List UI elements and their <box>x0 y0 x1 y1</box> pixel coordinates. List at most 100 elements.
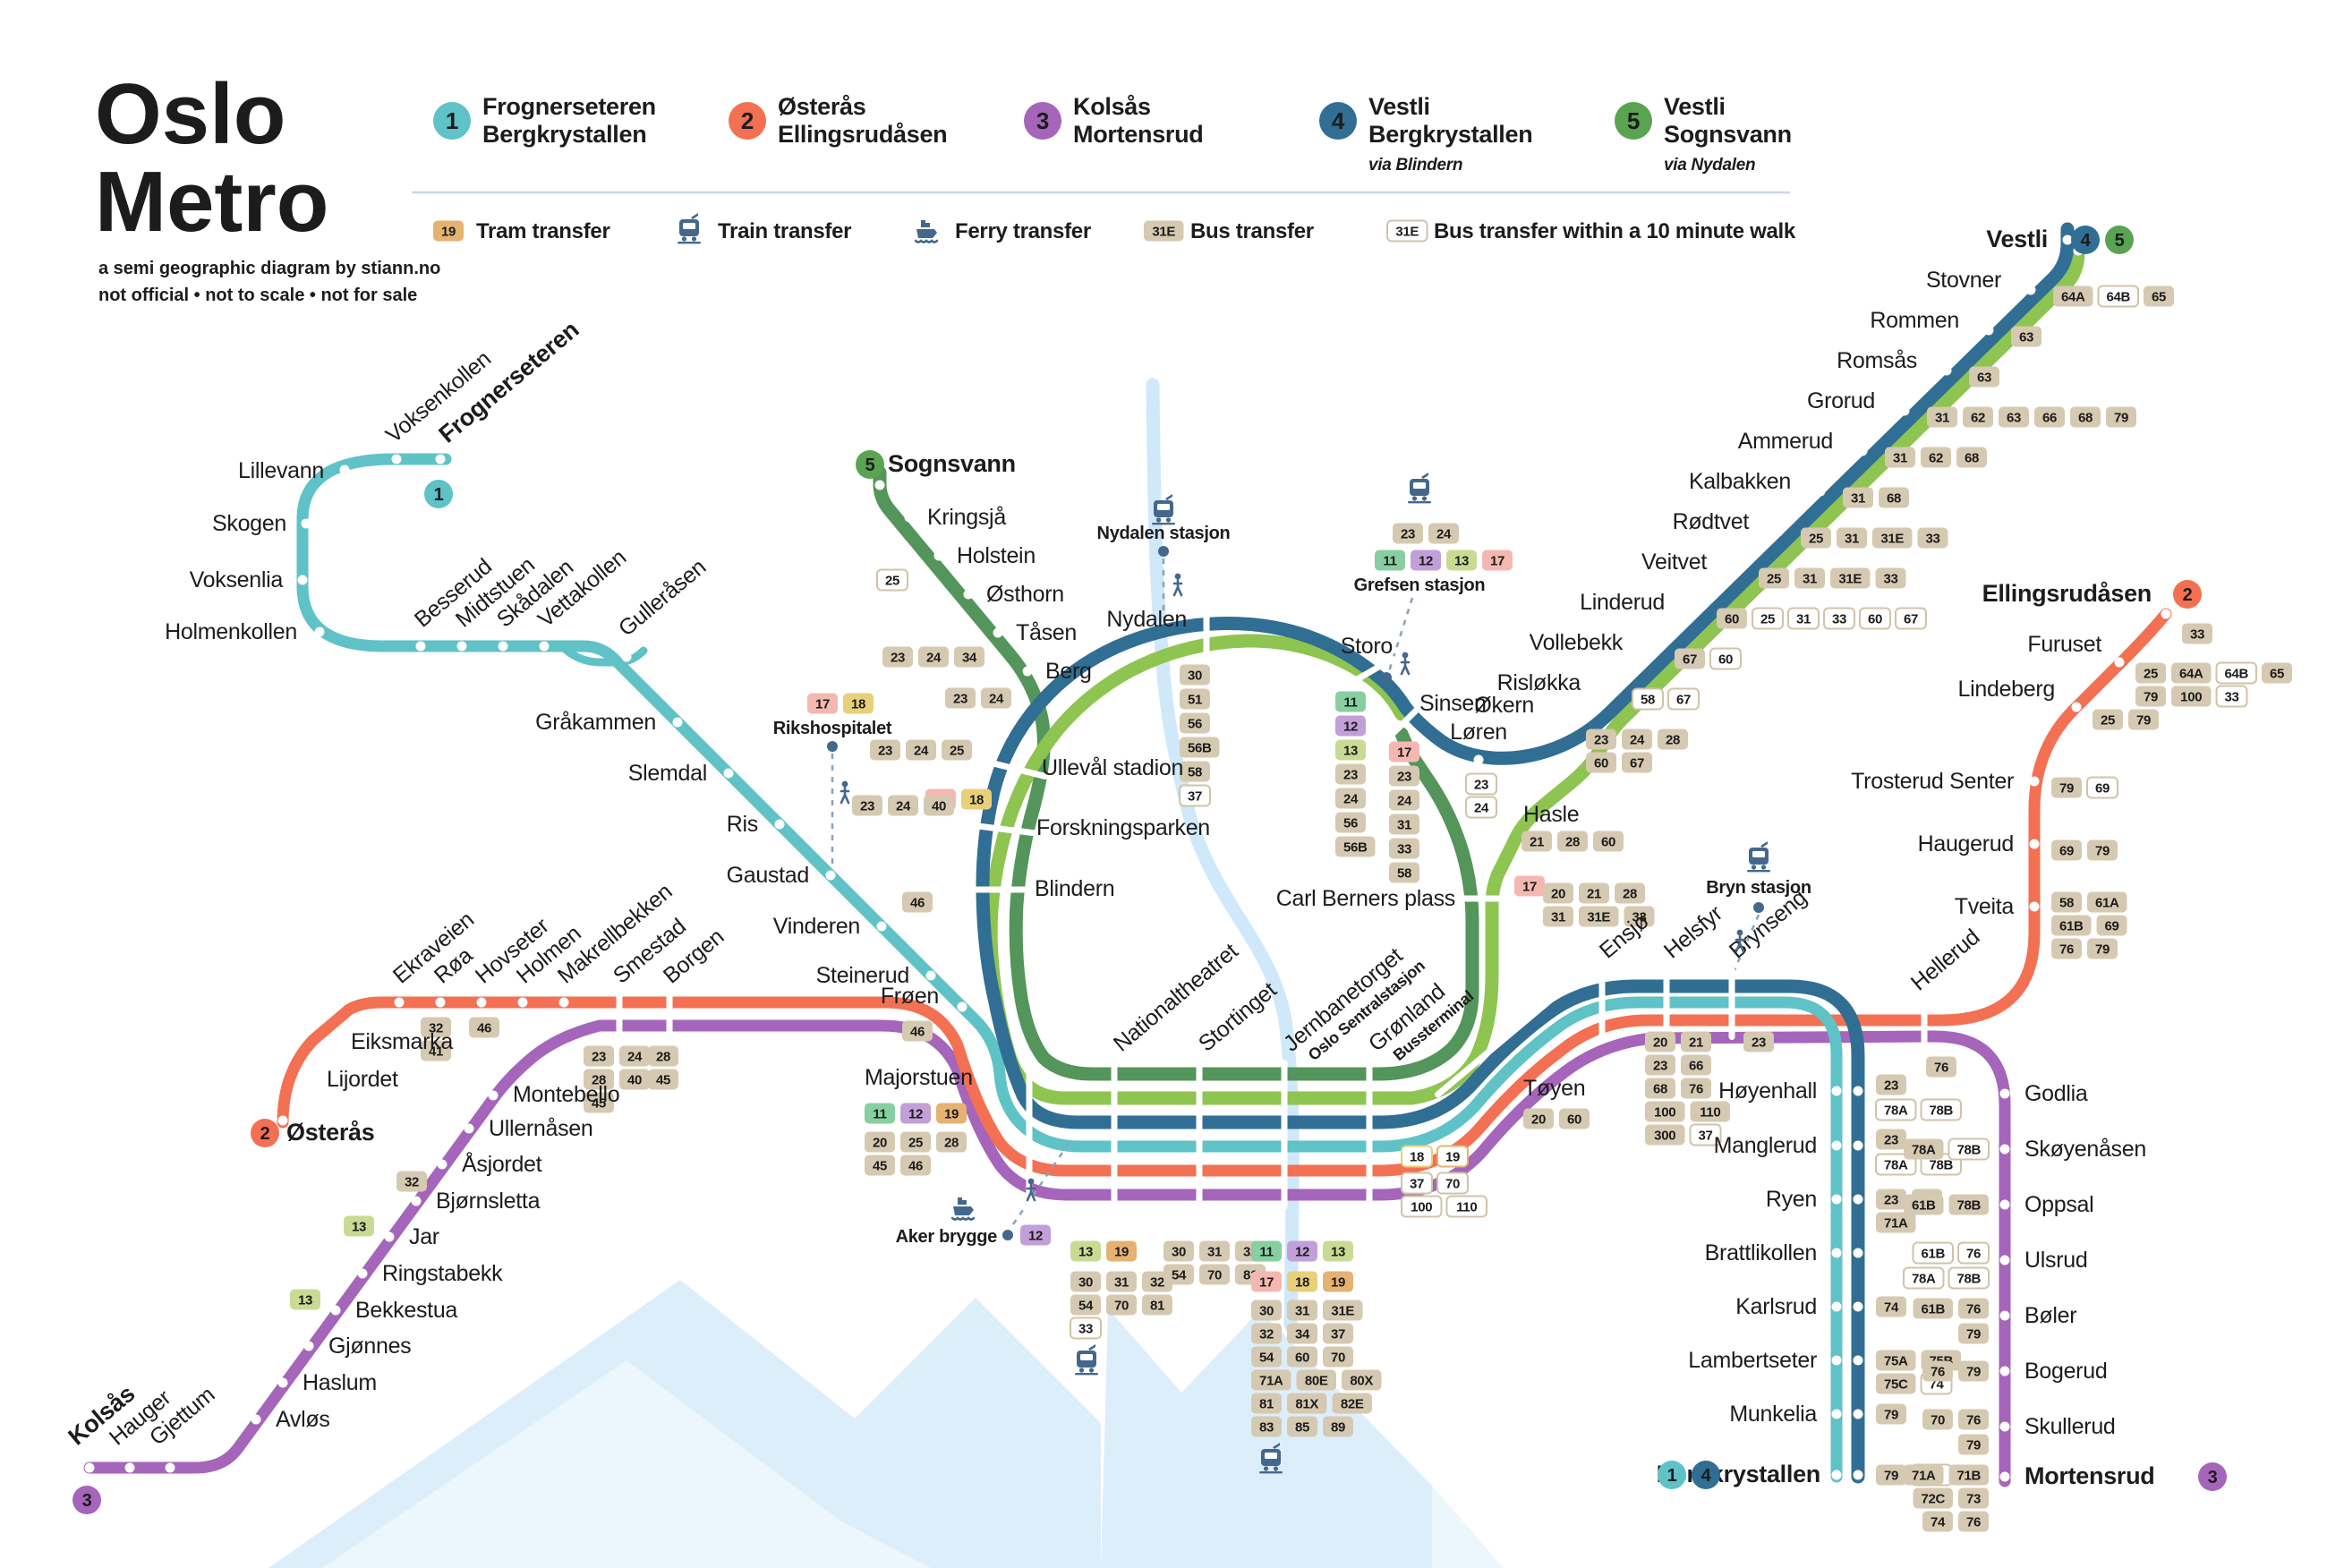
transfer-badge-61B: 61B <box>1913 1298 1953 1319</box>
transfer-badge-text: 24 <box>1436 527 1452 542</box>
transfer-badge-text: 68 <box>2078 411 2093 426</box>
transfer-badge-box <box>2034 406 2065 428</box>
transfer-badge-text: 79 <box>2095 942 2110 958</box>
transfer-badge-box <box>1579 906 1619 927</box>
transfer-badge-box <box>2096 915 2127 936</box>
transfer-badge-65: 65 <box>2262 662 2292 684</box>
transfer-badge-text: 11 <box>1343 695 1357 711</box>
transfer-badge-78B: 78B <box>1948 1266 1990 1290</box>
line-3-badge: 3 <box>72 1486 101 1514</box>
transfer-badge-11: 11 <box>1335 691 1366 712</box>
transfer-badge-box <box>942 739 972 761</box>
landmark-dot <box>827 741 838 752</box>
transfer-badge-80X: 80X <box>1342 1369 1382 1391</box>
transfer-badge-text: 24 <box>1343 792 1359 807</box>
station-dot <box>774 819 785 830</box>
transfer-badge-37: 37 <box>1401 1172 1433 1195</box>
transfer-badge-text: 23 <box>891 651 905 666</box>
transfer-badge-box <box>906 739 936 761</box>
station-dot <box>456 641 467 652</box>
transfer-badge-24: 24 <box>1335 788 1366 809</box>
station-label-stovner: Stovner <box>1926 268 2001 293</box>
transfer-badge-text: 74 <box>1884 1300 1899 1316</box>
transfer-badge-79: 79 <box>2128 709 2159 730</box>
transfer-badge-box <box>1164 1264 1194 1285</box>
transfer-badge-text: 24 <box>1397 794 1412 809</box>
station-dot <box>1831 1470 1842 1480</box>
transfer-badge-61B: 61B <box>1904 1194 1944 1215</box>
station-dot <box>963 589 974 600</box>
transfer-badge-78B: 78B <box>1920 1098 1962 1121</box>
transfer-badge-text: 60 <box>1718 652 1733 668</box>
transfer-badge-text: 73 <box>1966 1492 1981 1507</box>
station-label-vollebekk: Vollebekk <box>1530 630 1624 655</box>
landmark-label-rikshospitalet: Rikshospitalet <box>773 719 892 738</box>
transfer-badge-box <box>1872 527 1913 549</box>
transfer-badge-box <box>1879 487 1909 508</box>
legend-line-badge <box>433 102 471 140</box>
transfer-badge-box <box>1875 1153 1917 1176</box>
transfer-badge-25: 25 <box>942 739 972 761</box>
transfer-badge-text: 23 <box>1397 770 1411 785</box>
transfer-badge-text: 66 <box>1689 1059 1703 1074</box>
station-dot <box>1501 797 1512 808</box>
transfer-badge-17: 17 <box>1514 875 1545 897</box>
transfer-badge-text: 21 <box>1689 1035 1703 1051</box>
line-badge-circle <box>72 1486 101 1514</box>
station-dot <box>1473 754 1484 765</box>
transfer-badge-text: 69 <box>2059 844 2074 859</box>
transfer-badge-box <box>1251 1271 1282 1292</box>
transfer-badge-37: 37 <box>1689 1123 1722 1146</box>
transfer-badge-box <box>900 1131 931 1153</box>
transfer-badge-text: 24 <box>1474 801 1489 816</box>
station-label-b-ler: Bøler <box>2024 1303 2076 1328</box>
station-label-blindern: Blindern <box>1035 876 1114 901</box>
transfer-badge-text: 75C <box>1884 1377 1908 1393</box>
station-dots <box>84 234 2171 1482</box>
transfer-badge-28: 28 <box>584 1069 614 1090</box>
transfer-badge-text: 45 <box>873 1159 887 1174</box>
transfer-badge-text: 67 <box>1676 693 1691 708</box>
transfer-badge-31E: 31E <box>1579 906 1619 927</box>
station-label-linderud: Linderud <box>1580 590 1665 615</box>
transfer-badge-75A: 75A <box>1876 1350 1916 1371</box>
transfer-badge-box <box>870 739 900 761</box>
station-dot <box>1983 325 1994 336</box>
station-dot <box>1999 1366 2010 1376</box>
transfer-badge-box <box>1335 691 1366 712</box>
transfer-badge-79: 79 <box>1958 1323 1989 1344</box>
transfer-badge-box <box>1904 1194 1944 1215</box>
transfer-badge-text: 33 <box>1832 612 1846 627</box>
station-dot <box>1022 666 1033 677</box>
transfer-badge-text: 71A <box>1259 1374 1283 1389</box>
transfer-badge-box <box>1922 1360 1953 1382</box>
transfer-badge-box <box>1948 1464 1989 1486</box>
station-dot <box>165 1462 175 1473</box>
transfer-badge-31: 31 <box>1843 487 1873 508</box>
transfer-badge-text: 70 <box>1207 1268 1222 1283</box>
station-label-steinerud: Steinerud <box>816 963 909 988</box>
station-dot <box>1999 1199 2010 1210</box>
transfer-badge-text: 23 <box>878 744 892 759</box>
transfer-badge-box <box>882 646 913 668</box>
station-ticks <box>616 606 1928 1210</box>
transfer-badge-text: 67 <box>1904 612 1918 627</box>
station-dot <box>1763 516 1774 527</box>
transfer-badge-box <box>1787 607 1820 630</box>
transfer-badge-62: 62 <box>1921 447 1951 468</box>
transfer-badge-text: 19 <box>1331 1275 1345 1291</box>
line-badge-circle <box>856 450 884 479</box>
transfer-badge-box <box>1375 550 1405 571</box>
station-label-holmenkollen: Holmenkollen <box>165 619 297 644</box>
station-dot <box>1831 1301 1842 1312</box>
transfer-badge-33: 33 <box>2182 623 2212 644</box>
transfer-badge-64A: 64A <box>2053 285 2093 307</box>
station-label-ellingsrud-sen: Ellingsrudåsen <box>1982 580 2152 607</box>
transfer-badge-text: 32 <box>405 1175 419 1190</box>
transfer-badge-box <box>1913 1487 1953 1509</box>
transfer-badge-box <box>1921 447 1951 468</box>
station-label-bj-rnsletta: Bjørnsletta <box>436 1189 541 1214</box>
transfer-badge-text: 31E <box>1587 910 1610 925</box>
station-dot <box>2062 234 2073 245</box>
